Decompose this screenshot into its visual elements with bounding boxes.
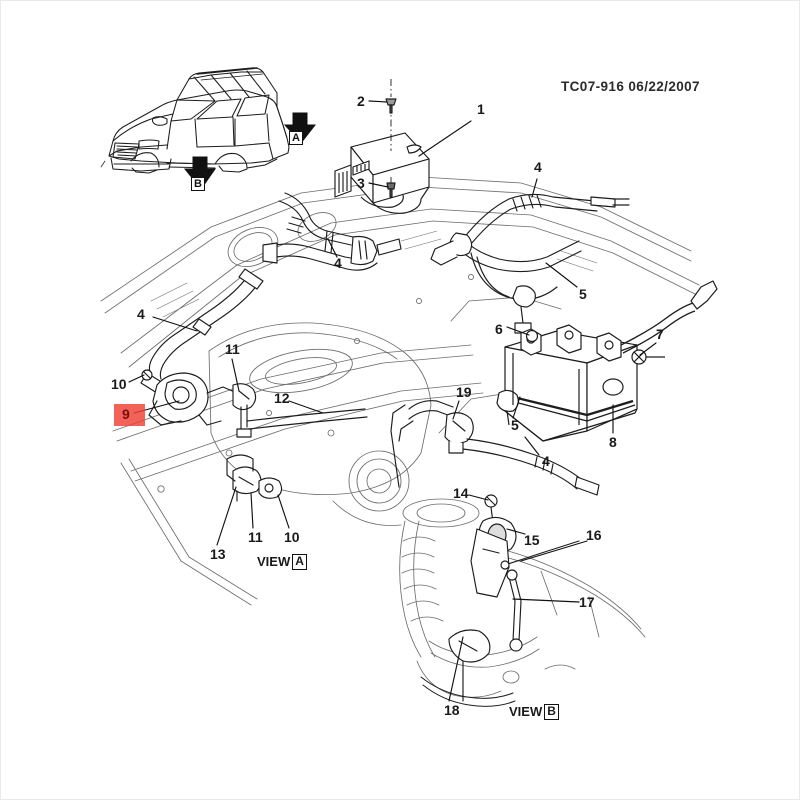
suv-illustration [100,67,290,174]
view-label-b-text: VIEW [509,704,543,720]
callout-2: 2 [357,93,365,109]
view-arrow-b [183,156,216,190]
view-arrow-label-a: A [289,131,303,146]
callout-11-lower: 11 [248,529,263,545]
callout-12: 12 [274,390,290,406]
callout-14: 14 [453,485,469,501]
callout-10-upper: 10 [111,376,127,392]
callout-1: 1 [477,101,485,117]
callout-19: 19 [456,384,472,400]
callout-18: 18 [444,702,460,718]
callout-4-center: 4 [334,255,342,271]
view-label-b: VIEW B [509,704,559,720]
callout-5-upper: 5 [579,286,587,302]
left-hose-and-bracket [140,268,368,438]
view-label-a: VIEW A [257,554,307,570]
callout-15: 15 [524,532,540,548]
right-upper-hose-assembly [430,193,630,401]
view-b-subassembly [399,498,646,698]
callout-3: 3 [357,175,365,191]
callout-4-left: 4 [137,306,145,322]
drawing-number: TC07-916 06/22/2007 [561,79,700,94]
callout-9: 9 [122,406,130,422]
callout-11-upper: 11 [225,341,240,357]
callout-9-highlight [114,404,145,426]
callout-13: 13 [210,546,226,562]
battery-box-assembly [496,280,718,442]
view-arrow-label-b: B [191,177,205,192]
callout-6: 6 [495,321,503,337]
callout-5-lower: 5 [511,417,519,433]
view-arrow-a [283,112,317,144]
callout-8: 8 [609,434,617,450]
callout-4-lower-right: 4 [542,453,550,469]
callout-10-lower: 10 [284,529,300,545]
callout-7: 7 [656,326,664,342]
callout-16: 16 [586,527,602,543]
view-label-a-text: VIEW [257,554,291,570]
callout-17: 17 [579,594,595,610]
control-module-assembly [334,79,430,214]
view-b-linkage [390,400,600,707]
view-a-subassembly [226,454,283,502]
callout-4-upper-right: 4 [534,159,542,175]
view-label-b-letter: B [544,704,559,720]
hose-assembly-center [262,192,402,271]
view-label-a-letter: A [292,554,307,570]
